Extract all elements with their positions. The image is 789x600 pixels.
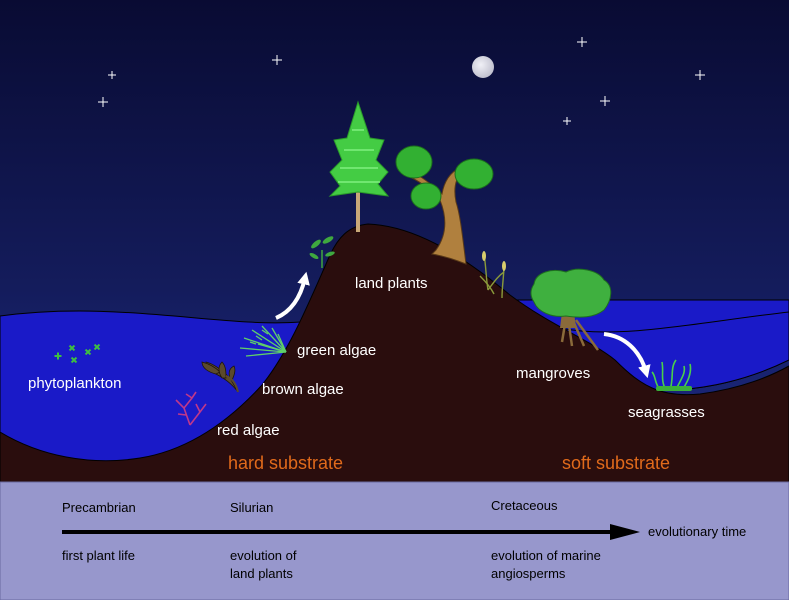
era-silurian: Silurian [230, 500, 273, 515]
sprout-icon [309, 236, 335, 268]
label-phytoplankton: phytoplankton [28, 375, 121, 392]
era-cretaceous: Cretaceous [491, 498, 558, 513]
mangrove-tree-icon [530, 268, 612, 351]
conifer-tree-icon [328, 100, 390, 232]
green-algae-icon [239, 325, 287, 357]
label-hard-substrate: hard substrate [228, 453, 343, 473]
seagrass-base [656, 386, 692, 391]
label-mangroves: mangroves [516, 365, 590, 382]
star [272, 55, 282, 65]
star [563, 117, 571, 125]
reed-head [502, 261, 506, 271]
phytoplankton-icon [54, 343, 101, 364]
timeline-panel [0, 481, 789, 600]
moon-icon [472, 56, 494, 78]
timeline-arrow-head [610, 524, 640, 540]
label-soft-substrate: soft substrate [562, 453, 670, 473]
star [577, 37, 587, 47]
event-marine-angiosperms-line1: evolution of marine [491, 548, 601, 563]
label-seagrasses: seagrasses [628, 404, 705, 421]
timeline-axis-label: evolutionary time [648, 524, 746, 539]
era-precambrian: Precambrian [62, 500, 136, 515]
label-land-plants: land plants [355, 275, 428, 292]
star [98, 97, 108, 107]
ground [0, 223, 789, 483]
event-first-plant-life: first plant life [62, 548, 135, 563]
label-red-algae: red algae [217, 422, 280, 439]
oak-tree-icon [395, 145, 494, 265]
transition-arrow-sea [603, 332, 651, 379]
red-algae-icon [175, 391, 207, 426]
reed-head [482, 251, 486, 261]
label-brown-algae: brown algae [262, 381, 344, 398]
star [600, 96, 610, 106]
stars [98, 37, 705, 125]
label-green-algae: green algae [297, 342, 376, 359]
event-marine-angiosperms-line2: angiosperms [491, 566, 566, 581]
event-land-plants-line2: land plants [230, 566, 293, 581]
star [695, 70, 705, 80]
star [108, 71, 116, 79]
brown-algae-icon [201, 361, 239, 393]
event-land-plants-line1: evolution of [230, 548, 297, 563]
transition-arrow-land [275, 271, 310, 320]
